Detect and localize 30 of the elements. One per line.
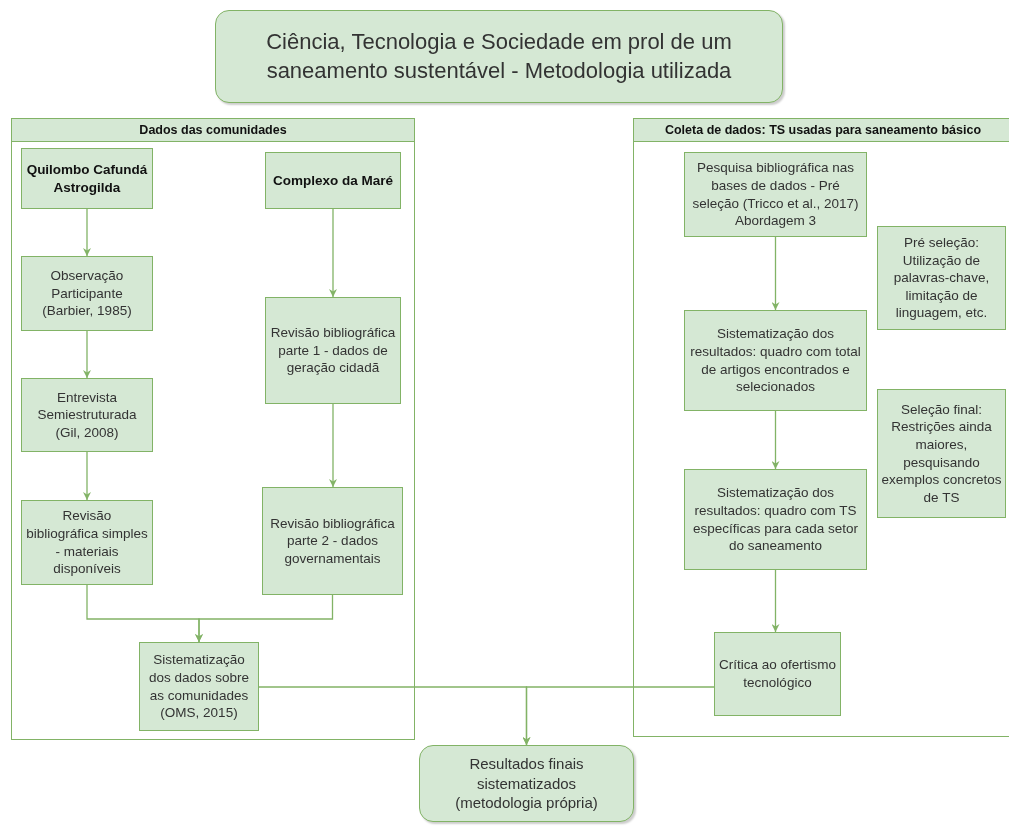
note-box: Pré seleção: Utilização de palavras-chave, limitação de linguagem, etc. xyxy=(877,226,1006,330)
title-box: Ciência, Tecnologia e Sociedade em prol de um saneamento sustentável - Metodologia utilizada xyxy=(215,10,783,103)
arrow xyxy=(329,403,337,488)
process-box: Crítica ao ofertismo tecnológico xyxy=(714,632,841,716)
process-box: Resultados finais sistematizados (metodologia própria) xyxy=(419,745,634,822)
arrow xyxy=(771,236,780,311)
process-box: Quilombo Cafundá Astrogilda xyxy=(21,148,153,209)
process-box: Sistematização dos dados sobre as comunidades (OMS, 2015) xyxy=(139,642,259,731)
group-panel xyxy=(633,118,1009,737)
arrow xyxy=(83,330,91,379)
arrow xyxy=(771,569,780,633)
panel-header: Coleta de dados: TS usadas para saneamento básico xyxy=(634,119,1009,142)
arrow xyxy=(329,208,337,298)
panel-header: Dados das comunidades xyxy=(12,119,414,142)
note-box: Seleção final: Restrições ainda maiores, pesquisando exemplos concretos de TS xyxy=(877,389,1006,518)
process-box: Entrevista Semiestruturada (Gil, 2008) xyxy=(21,378,153,452)
arrow xyxy=(771,410,780,470)
process-box: Pesquisa bibliográfica nas bases de dados - Pré seleção (Tricco et al., 2017) Abordagem 3 xyxy=(684,152,867,237)
group-panel xyxy=(11,118,415,740)
process-box: Revisão bibliográfica parte 1 - dados de geração cidadã xyxy=(265,297,401,404)
process-box: Revisão bibliográfica simples - materiais disponíveis xyxy=(21,500,153,585)
process-box: Sistematização dos resultados: quadro com TS específicas para cada setor do saneamento xyxy=(684,469,867,570)
process-box: Revisão bibliográfica parte 2 - dados governamentais xyxy=(262,487,403,595)
arrow xyxy=(83,208,91,257)
arrow xyxy=(522,686,715,746)
process-box: Sistematização dos resultados: quadro com total de artigos encontrados e selecionados xyxy=(684,310,867,411)
process-box: Observação Participante (Barbier, 1985) xyxy=(21,256,153,331)
arrow xyxy=(195,594,334,643)
arrow xyxy=(83,451,91,501)
process-box: Complexo da Maré xyxy=(265,152,401,209)
